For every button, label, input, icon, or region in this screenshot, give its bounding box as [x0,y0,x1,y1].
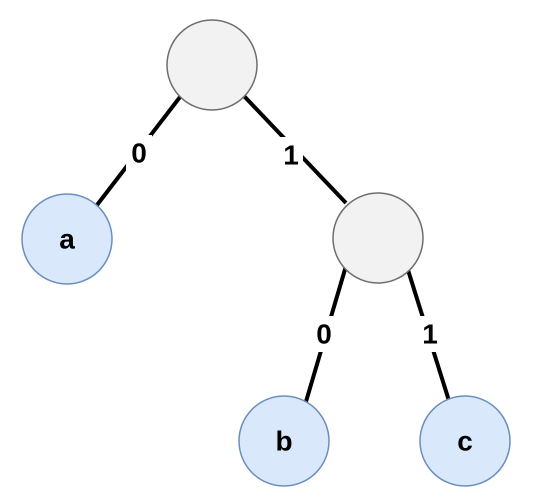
leaf-node-c-circle [419,395,511,487]
edge-label-bg-inner-to-c [418,316,442,352]
leaf-node-b: b [238,395,330,487]
leaf-node-c: c [419,395,511,487]
leaf-node-a-label: a [59,224,75,255]
edge-label-bg-root-to-a [126,135,152,171]
edge-label-bg-inner-to-b [311,316,337,352]
leaf-node-b-label: b [275,426,292,457]
leaf-node-a-circle [21,193,113,285]
edge-label-inner-to-b: 0 [316,319,332,350]
leaf-node-b-circle [238,395,330,487]
internal-node [332,192,424,284]
leaf-node-a: a [21,193,113,285]
edge-label-inner-to-c: 1 [422,319,438,350]
root-node [166,19,258,111]
edge-label-root-to-inner: 1 [283,140,299,171]
leaf-node-c-label: c [457,426,473,457]
edge-label-bg-root-to-inner [279,137,303,173]
edge-label-root-to-a: 0 [131,138,147,169]
